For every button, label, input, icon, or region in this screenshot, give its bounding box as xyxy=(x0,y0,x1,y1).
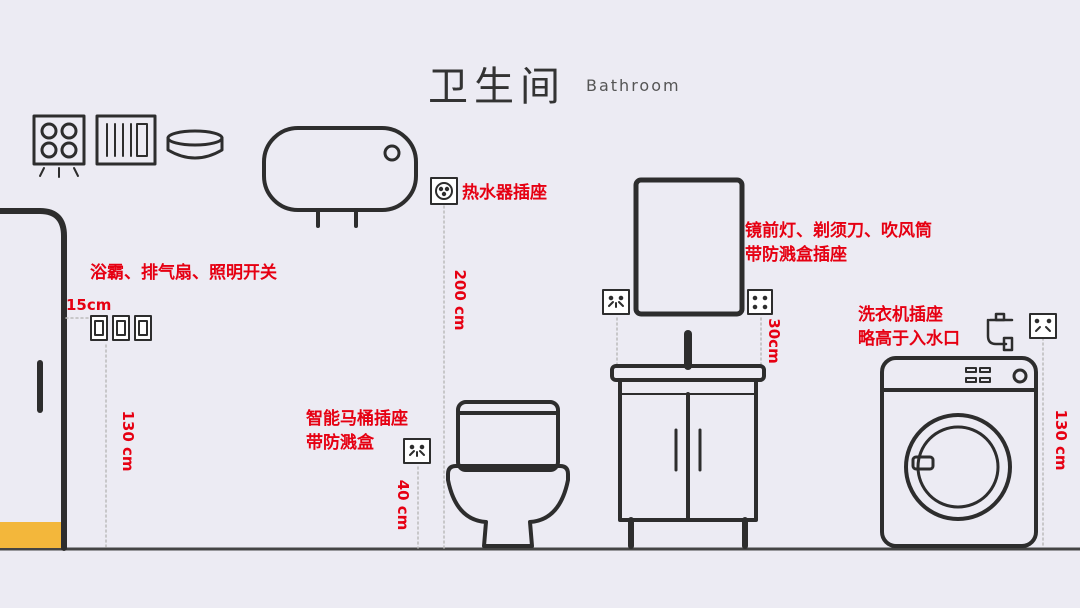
switch-panel-icon xyxy=(90,315,152,341)
switch-label: 浴霸、排气扇、照明开关 xyxy=(90,263,277,283)
washer-socket-height-dimension: 130 cm xyxy=(1052,409,1070,471)
washer-label-line2: 略高于入水口 xyxy=(858,329,960,349)
page-subtitle: Bathroom xyxy=(586,76,681,95)
toilet-socket-height-dimension: 40 cm xyxy=(394,479,412,531)
mirror-label-line2: 带防溅盒插座 xyxy=(745,245,847,265)
toilet-socket-icon xyxy=(403,438,431,464)
toilet-label-line2: 带防溅盒 xyxy=(306,433,374,453)
mirror-socket-offset-dimension: 30cm xyxy=(765,318,783,364)
washer-socket-icon xyxy=(1029,313,1057,339)
washer-label-line1: 洗衣机插座 xyxy=(858,305,943,325)
heater-height-dimension: 200 cm xyxy=(451,269,469,331)
vanity-cabinet-icon xyxy=(610,330,766,549)
page-title: 卫生间 xyxy=(428,64,566,110)
mirror-icon xyxy=(633,177,745,317)
mirror-label-line1: 镜前灯、剃须刀、吹风筒 xyxy=(745,221,932,241)
exhaust-fan-icon xyxy=(95,114,157,166)
faucet-icon xyxy=(986,312,1014,352)
toilet-icon xyxy=(446,400,570,548)
mirror-socket-right-icon xyxy=(747,289,773,315)
ceiling-light-icon xyxy=(166,129,224,160)
washing-machine-icon xyxy=(880,356,1038,548)
door-icon xyxy=(0,208,67,551)
bath-heater-icon xyxy=(32,114,86,178)
toilet-label-line1: 智能马桶插座 xyxy=(306,409,408,429)
heater-socket-label: 热水器插座 xyxy=(462,183,547,203)
door-gap-dimension: 15cm xyxy=(66,296,112,314)
dimension-lines xyxy=(65,205,1044,549)
mirror-socket-left-icon xyxy=(602,289,630,315)
water-heater-icon xyxy=(262,126,418,228)
switch-height-dimension: 130 cm xyxy=(119,410,137,472)
heater-socket-icon xyxy=(430,177,458,205)
